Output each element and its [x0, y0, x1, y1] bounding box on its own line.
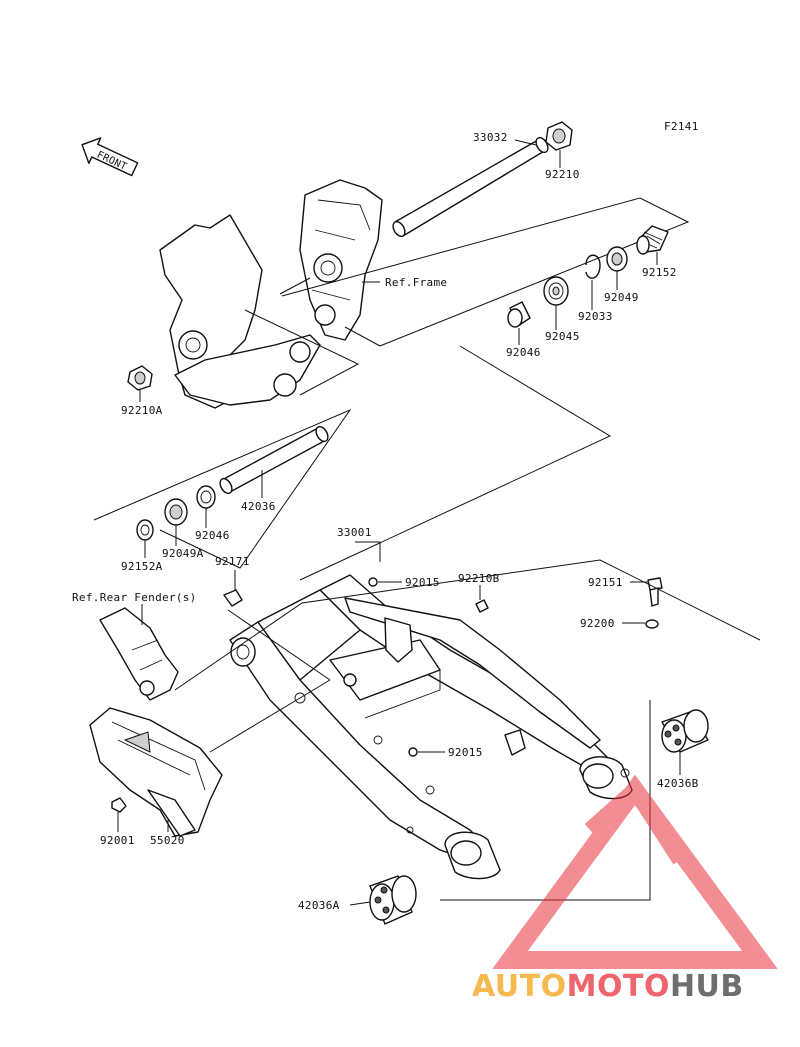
seal-92049A	[164, 498, 188, 526]
circlip-92033	[585, 254, 601, 279]
label-ref-frame: Ref.Frame	[385, 276, 447, 289]
label-92045: 92045	[545, 330, 580, 343]
leader-33032	[514, 139, 537, 146]
label-33032: 33032	[473, 131, 508, 144]
bolt-92210B	[475, 599, 489, 613]
label-92152A: 92152A	[121, 560, 163, 573]
logo-part-moto: MOTO	[567, 969, 670, 1004]
frame-reference	[159, 179, 383, 409]
nut-92210	[545, 121, 573, 151]
label-92151: 92151	[588, 576, 623, 589]
bearing-box-lines	[281, 197, 690, 347]
ref-line-1	[227, 609, 331, 681]
label-92015a: 92015	[405, 576, 440, 589]
bolt-92015-lower	[408, 747, 418, 757]
front-arrow-icon: FRONT	[81, 137, 139, 177]
clip-92171	[223, 589, 243, 607]
label-ref-fender: Ref.Rear Fender(s)	[72, 591, 197, 604]
label-42036: 42036	[241, 500, 276, 513]
label-92001: 92001	[100, 834, 135, 847]
ref-line-4	[299, 345, 612, 581]
label-92210: 92210	[545, 168, 580, 181]
label-55020: 55020	[150, 834, 185, 847]
bushing-92152A	[136, 519, 154, 541]
label-92033: 92033	[578, 310, 613, 323]
logo-part-hub: HUB	[670, 969, 744, 1004]
bolt-92151	[647, 577, 663, 607]
swingarm-33001	[229, 574, 633, 880]
damper-42036A	[369, 875, 417, 925]
bolt-92015-upper	[368, 577, 378, 587]
lower-bearing-box	[93, 408, 352, 569]
automotohub-logo: AUTOMOTOHUB	[472, 774, 778, 1004]
chain-guard-55020	[89, 707, 223, 837]
label-42036A: 42036A	[298, 899, 340, 912]
seal-92049	[606, 246, 628, 272]
leader-42036A	[349, 901, 371, 906]
nut-92210A	[127, 365, 153, 391]
needle-bearing-92046-lower	[196, 485, 216, 509]
logo-triangle-mark	[492, 774, 778, 969]
damper-42036B	[661, 709, 709, 753]
label-92171: 92171	[215, 555, 250, 568]
logo-text: AUTOMOTOHUB	[472, 969, 744, 1004]
swingarm-box-top	[174, 559, 761, 691]
label-92049A: 92049A	[162, 547, 204, 560]
washer-92200	[645, 619, 659, 629]
collar-42036	[219, 425, 329, 495]
pivot-shaft-33032	[392, 136, 549, 238]
figure-code: F2141	[664, 120, 699, 133]
label-33001: 33001	[337, 526, 372, 539]
bushing-92152	[636, 225, 669, 255]
label-92046a: 92046	[506, 346, 541, 359]
rear-fender-reference	[99, 607, 179, 701]
label-92049: 92049	[604, 291, 639, 304]
label-92152: 92152	[642, 266, 677, 279]
ref-line-3	[209, 679, 331, 753]
label-92046b: 92046	[195, 529, 230, 542]
logo-part-auto: AUTO	[472, 969, 567, 1004]
ref-line-2	[440, 700, 651, 901]
label-42036B: 42036B	[657, 777, 699, 790]
label-92210A: 92210A	[121, 404, 163, 417]
bearing-92045	[543, 276, 569, 306]
label-92015b: 92015	[448, 746, 483, 759]
nut-92001	[111, 797, 127, 813]
bearing-box-edge	[344, 326, 381, 347]
label-92200: 92200	[580, 617, 615, 630]
needle-bearing-92046-upper	[507, 301, 531, 328]
label-92210B: 92210B	[458, 572, 500, 585]
